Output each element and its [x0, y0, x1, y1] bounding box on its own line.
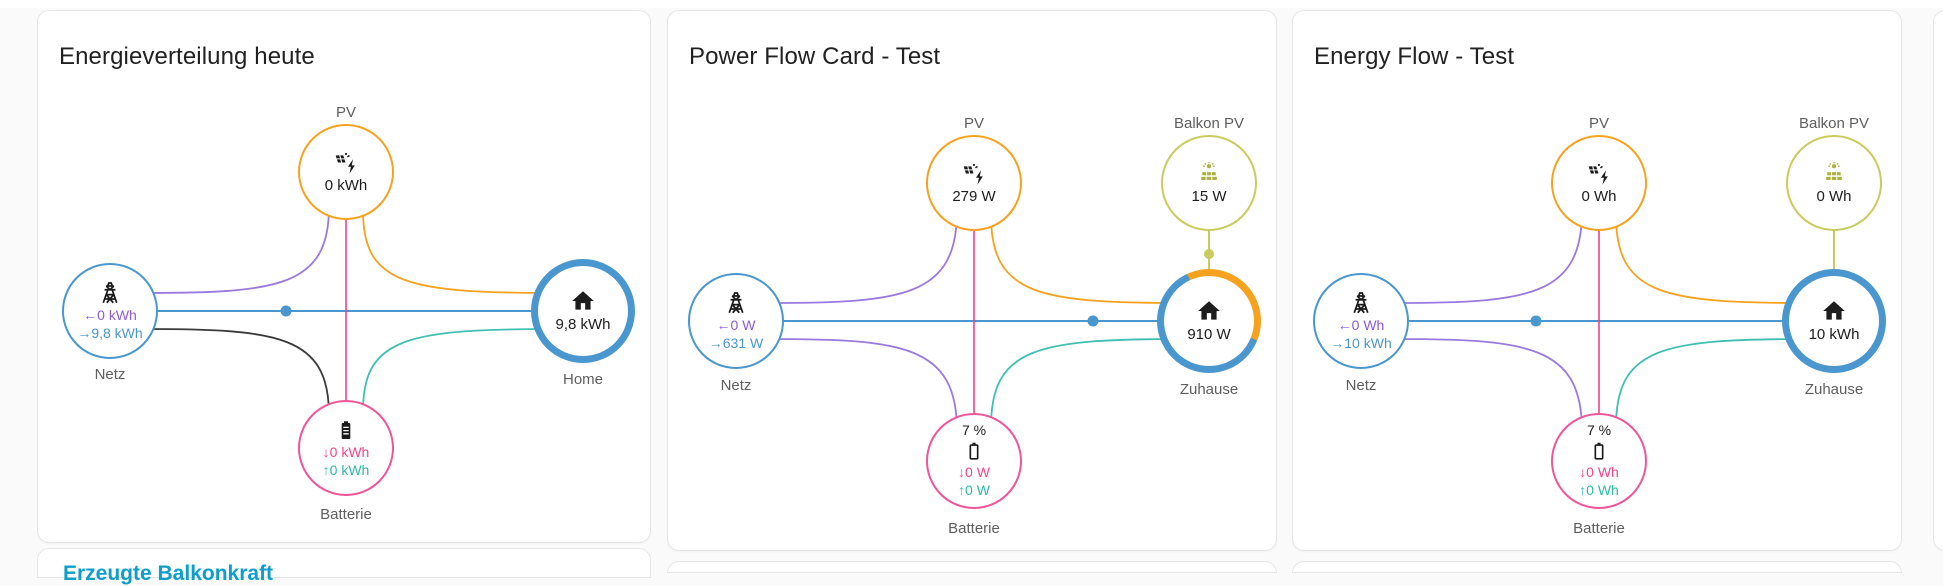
- balkon-pv-value: 15 W: [1191, 187, 1227, 205]
- house-icon: [1198, 301, 1220, 320]
- card-power-flow-test: Power Flow Card - Test PV 279 W Balkon P…: [667, 10, 1277, 551]
- flow-lines-svg: [1392, 210, 1835, 432]
- pv-to-home-line: [362, 210, 559, 294]
- home-value: 9,8 kWh: [555, 316, 611, 333]
- grid-import-value: →9,8 kWh: [77, 325, 143, 341]
- flow-lines-svg: [142, 206, 559, 416]
- pv-node[interactable]: 0 kWh: [298, 124, 394, 220]
- solar-power-flash-icon: [1588, 163, 1608, 185]
- grid-node[interactable]: ←0 Wh →10 kWh: [1313, 273, 1409, 369]
- battery-node[interactable]: ↓0 kWh ↑0 kWh: [298, 400, 394, 496]
- battery-to-home-line: [1615, 338, 1809, 428]
- solar-panel-sun-icon: [1201, 161, 1217, 180]
- home-node-content: 9,8 kWh: [538, 266, 628, 356]
- balkon-pv-value: 0 Wh: [1816, 187, 1852, 205]
- battery-node[interactable]: 7 % ↓0 W ↑0 W: [926, 413, 1022, 509]
- battery-to-home-line: [990, 338, 1184, 428]
- home-value: 10 kWh: [1808, 326, 1860, 343]
- pv-label: PV: [335, 104, 356, 121]
- battery-label: Batterie: [948, 520, 1000, 537]
- solar-panel-sun-icon: [1826, 161, 1842, 180]
- home-label: Home: [562, 371, 603, 388]
- grid-label: Netz: [1345, 377, 1377, 394]
- battery-soc: 7 %: [961, 422, 987, 438]
- pv-node[interactable]: 0 Wh: [1551, 135, 1647, 231]
- home-label: Zuhause: [1804, 381, 1864, 398]
- grid-import-value: →631 W: [708, 335, 764, 351]
- grid-to-battery-line: [767, 338, 958, 432]
- battery-charge-value: ↑0 W: [958, 482, 990, 498]
- grid-label: Netz: [94, 366, 126, 383]
- pv-to-home-line: [1615, 214, 1809, 304]
- grid-label: Netz: [720, 377, 752, 394]
- battery-discharge-value: ↓0 kWh: [322, 444, 370, 460]
- battery-discharge-value: ↓0 W: [958, 464, 990, 480]
- card-energieverteilung: Energieverteilung heute PV 0 kWh: [37, 10, 651, 543]
- home-node[interactable]: 9,8 kWh: [531, 259, 635, 363]
- pv-value: 0 Wh: [1581, 187, 1617, 205]
- partial-card-title: Erzeugte Balkonkraft: [63, 562, 274, 585]
- battery-soc: 7 %: [1586, 422, 1612, 438]
- battery-to-home-line: [362, 328, 559, 412]
- pv-label: PV: [963, 115, 984, 132]
- home-node-content: 10 kWh: [1789, 276, 1879, 366]
- top-strip: [0, 0, 1943, 8]
- battery-outline-icon: [1594, 442, 1604, 460]
- flow-dot: [1087, 315, 1099, 327]
- balkon-pv-label: Balkon PV: [1173, 115, 1245, 132]
- home-node[interactable]: 910 W: [1157, 269, 1261, 373]
- pv-value: 279 W: [952, 187, 996, 205]
- grid-node[interactable]: ←0 kWh →9,8 kWh: [62, 263, 158, 359]
- transmission-tower-icon: [102, 282, 118, 304]
- balkon-flow-dot: [1204, 249, 1214, 259]
- partial-card-bottom-left: Erzeugte Balkonkraft: [37, 548, 651, 585]
- battery-discharge-value: ↓0 Wh: [1579, 464, 1619, 480]
- pv-node[interactable]: 279 W: [926, 135, 1022, 231]
- battery-outline-icon: [969, 442, 979, 460]
- grid-export-value: ←0 kWh: [83, 307, 137, 323]
- transmission-tower-icon: [1353, 292, 1369, 314]
- house-icon: [1823, 301, 1845, 320]
- battery-label: Batterie: [320, 506, 372, 523]
- flow-dot: [280, 305, 292, 317]
- grid-export-value: ←0 W: [716, 317, 756, 333]
- card-title: Energieverteilung heute: [59, 43, 315, 70]
- card-title: Energy Flow - Test: [1314, 43, 1515, 70]
- solar-power-flash-icon: [335, 152, 355, 174]
- battery-charge-value: ↑0 kWh: [322, 462, 370, 478]
- grid-to-battery-line: [142, 328, 330, 416]
- battery-icon: [341, 421, 351, 439]
- grid-to-pv-line: [1392, 210, 1583, 304]
- grid-to-pv-line: [767, 210, 958, 304]
- pv-to-home-line: [990, 214, 1184, 304]
- grid-to-pv-line: [142, 206, 330, 294]
- balkon-pv-node[interactable]: 15 W: [1161, 135, 1257, 231]
- grid-export-value: ←0 Wh: [1337, 317, 1385, 333]
- grid-import-value: →10 kWh: [1330, 335, 1392, 351]
- balkon-pv-label: Balkon PV: [1798, 115, 1870, 132]
- battery-node[interactable]: 7 % ↓0 Wh ↑0 Wh: [1551, 413, 1647, 509]
- card-title: Power Flow Card - Test: [689, 43, 941, 70]
- home-value: 910 W: [1187, 326, 1231, 343]
- home-node-content: 910 W: [1164, 276, 1254, 366]
- battery-charge-value: ↑0 Wh: [1579, 482, 1619, 498]
- pv-value: 0 kWh: [324, 176, 368, 194]
- battery-label: Batterie: [1573, 520, 1625, 537]
- grid-to-battery-line: [1392, 338, 1583, 432]
- flow-dot: [1530, 315, 1542, 327]
- grid-node[interactable]: ←0 W →631 W: [688, 273, 784, 369]
- transmission-tower-icon: [728, 292, 744, 314]
- card-energy-flow-test: Energy Flow - Test PV 0 Wh Balkon PV: [1292, 10, 1902, 551]
- partial-card-bottom-right: [1292, 561, 1902, 573]
- partial-card-right-edge: [1933, 10, 1943, 551]
- home-label: Zuhause: [1179, 381, 1239, 398]
- home-node[interactable]: 10 kWh: [1782, 269, 1886, 373]
- balkon-pv-node[interactable]: 0 Wh: [1786, 135, 1882, 231]
- house-icon: [572, 291, 594, 310]
- partial-card-bottom-middle: [667, 561, 1277, 573]
- solar-power-flash-icon: [963, 163, 983, 185]
- pv-label: PV: [1588, 115, 1609, 132]
